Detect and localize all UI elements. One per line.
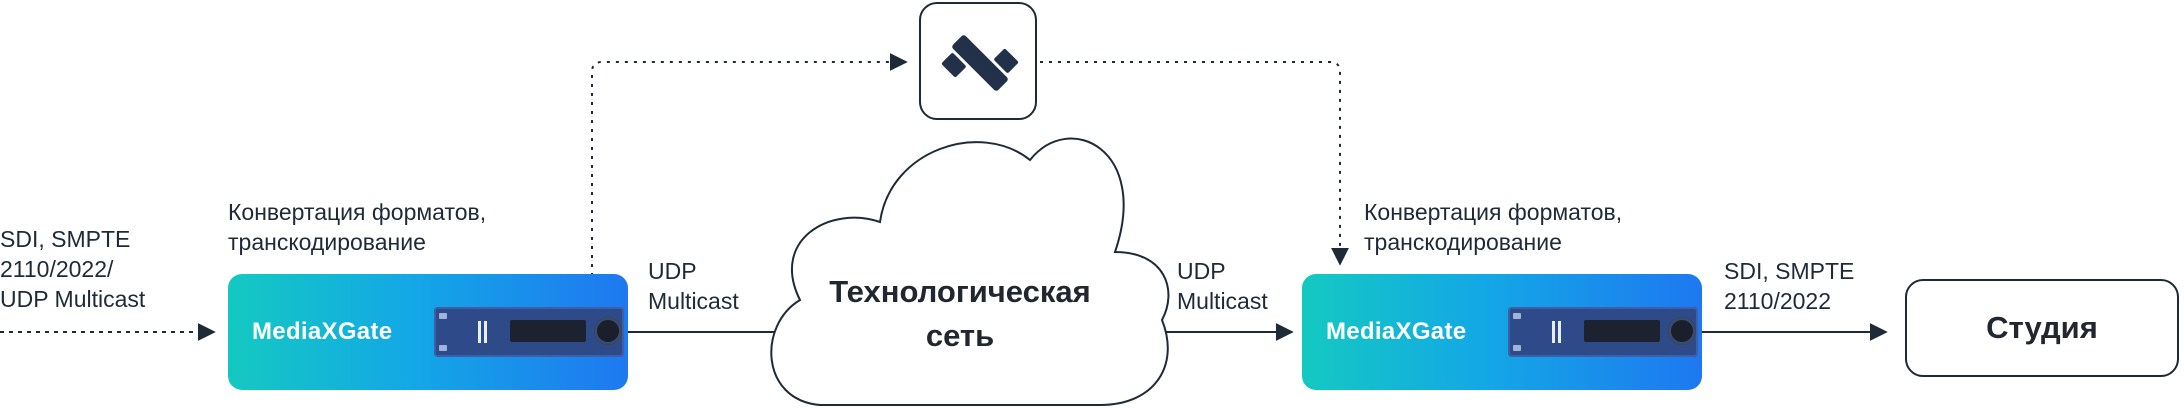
device-knob [1668,317,1696,345]
right-link-label: UDP Multicast [1177,258,1268,314]
device-name: MediaXGate [1326,318,1467,345]
right-mediaxgate-device: MediaXGate [1302,274,1702,390]
network-cloud-label: Технологическая сеть [829,274,1091,353]
output-formats-label: SDI, SMPTE 2110/2022 [1724,258,1855,314]
cloud-shape [770,137,1170,406]
left-link-label: UDP Multicast [648,258,739,314]
input-formats-label: SDI, SMPTE 2110/2022/ UDP Multicast [0,226,146,312]
satellite-node [919,2,1037,120]
downlink-dotted-path [1040,61,1349,266]
device-knob [594,317,622,345]
device-front-panel [434,307,624,357]
left-device-caption: Конвертация форматов, транскодирование [228,199,487,255]
device-front-panel [1508,307,1698,357]
left-mediaxgate-device: MediaXGate [228,274,628,390]
studio-label: Студия [1986,310,2098,345]
device-display [510,320,586,342]
device-display [1584,320,1660,342]
device-name: MediaXGate [252,318,393,345]
studio-node: Студия [1905,279,2179,377]
right-device-caption: Конвертация форматов, транскодирование [1364,199,1623,255]
satellite-icon [941,35,1019,91]
